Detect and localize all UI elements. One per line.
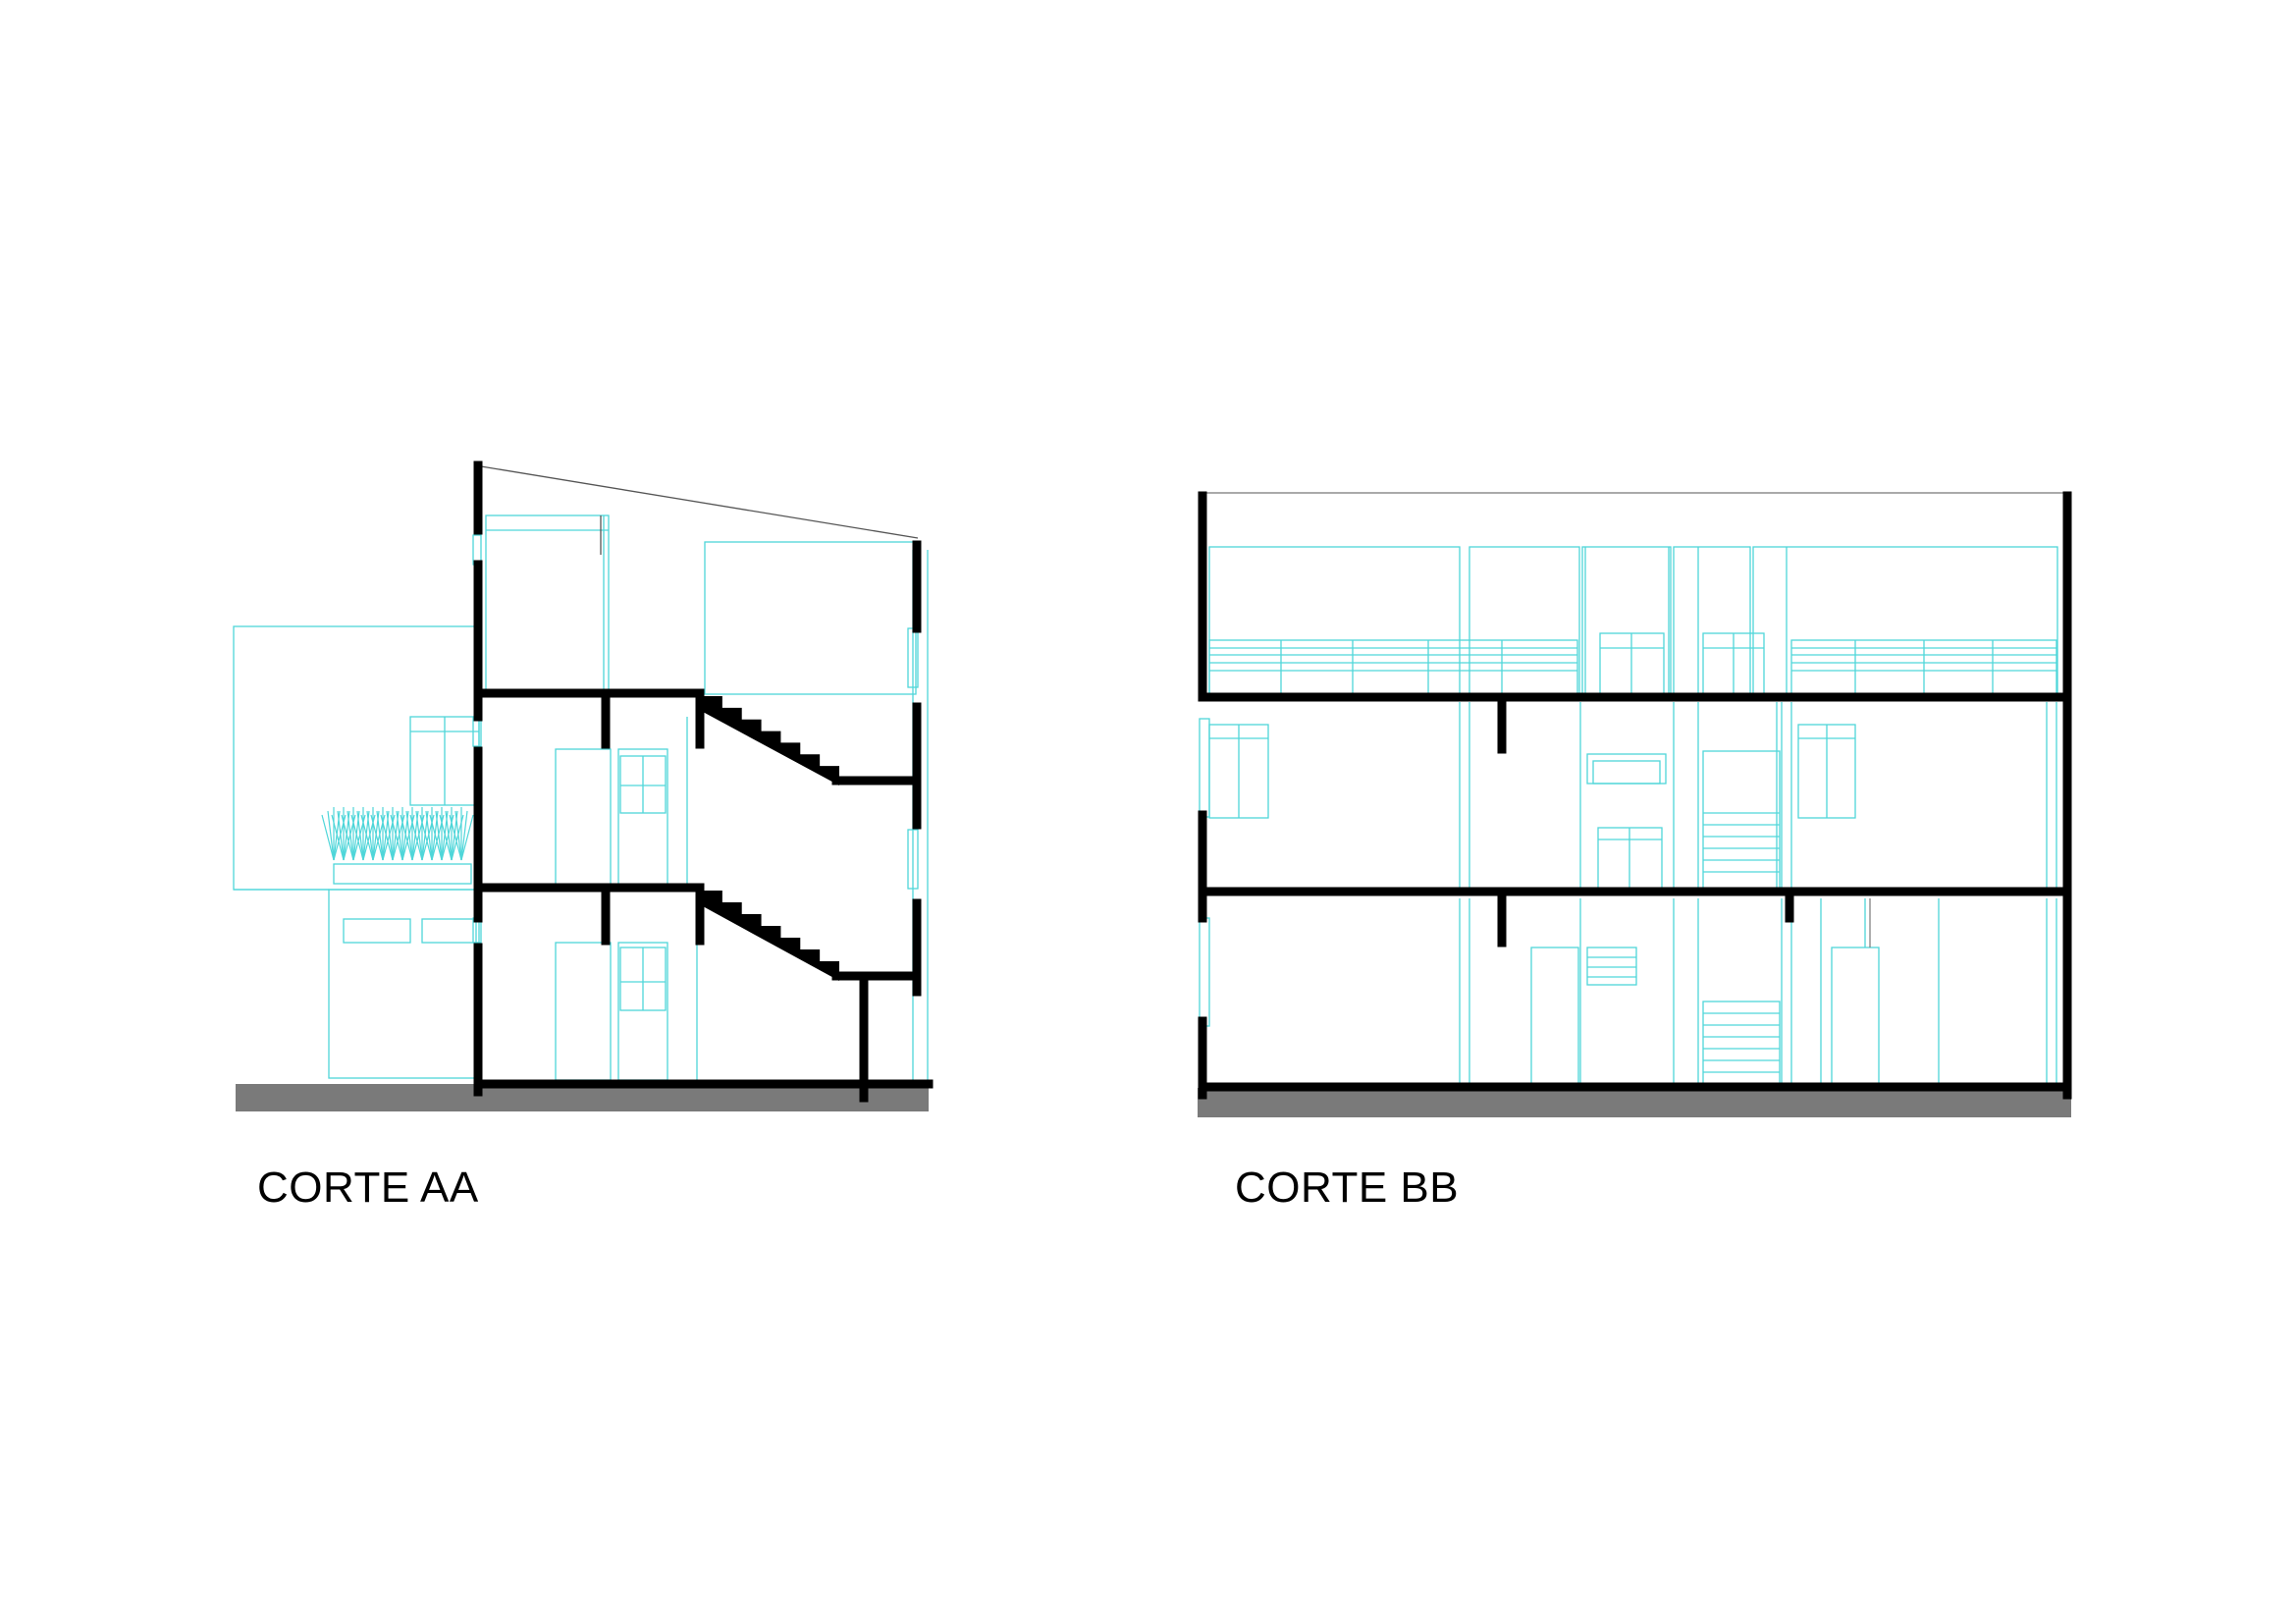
plant-leaf (386, 810, 394, 861)
plant-leaf (429, 814, 443, 861)
section-aa-planter (321, 807, 474, 861)
stair-flight (697, 696, 839, 786)
plant-leaf (439, 814, 453, 861)
plant-leaf (405, 810, 413, 861)
plant-leaf (356, 810, 364, 861)
section-aa-caption: CORTE AA (257, 1164, 479, 1212)
section-aa-drawing (233, 460, 934, 1111)
plant-leaf (396, 810, 403, 861)
plant-leaf (321, 814, 335, 861)
plant-leaf (337, 810, 345, 861)
plant-leaf (376, 810, 384, 861)
section-bb-ground (1198, 1088, 2071, 1117)
plant-leaf (360, 814, 374, 861)
plant-leaf (390, 814, 403, 861)
section-aa-cut-lines (473, 460, 934, 1103)
plant-leaf (449, 814, 462, 861)
section-aa-elevation-lines (233, 514, 929, 1081)
stair-flight (697, 891, 839, 982)
section-aa-roof-line (480, 465, 919, 539)
section-bb-drawing (1198, 491, 2072, 1117)
plant-leaf (400, 814, 413, 861)
plant-leaf (380, 814, 394, 861)
plant-leaf (347, 810, 354, 861)
plant-leaf (415, 810, 423, 861)
plant-leaf (350, 814, 364, 861)
plant-leaf (409, 814, 423, 861)
section-aa-ground (236, 1084, 929, 1111)
plant-leaf (460, 814, 474, 861)
section-bb-elevation-lines (1199, 546, 2058, 1086)
section-bb-cut-lines (1198, 491, 2072, 1100)
plant-leaf (366, 810, 374, 861)
plant-leaf (370, 814, 384, 861)
section-bb-caption: CORTE BB (1235, 1164, 1460, 1212)
plant-leaf (435, 810, 443, 861)
plant-leaf (331, 814, 345, 861)
plant-leaf (341, 814, 354, 861)
plant-leaf (445, 810, 453, 861)
plant-leaf (425, 810, 433, 861)
plant-leaf (419, 814, 433, 861)
plant-leaf (327, 810, 335, 861)
plant-leaf (454, 810, 462, 861)
section-aa-stairs (697, 696, 839, 982)
plant-leaf (460, 810, 468, 861)
